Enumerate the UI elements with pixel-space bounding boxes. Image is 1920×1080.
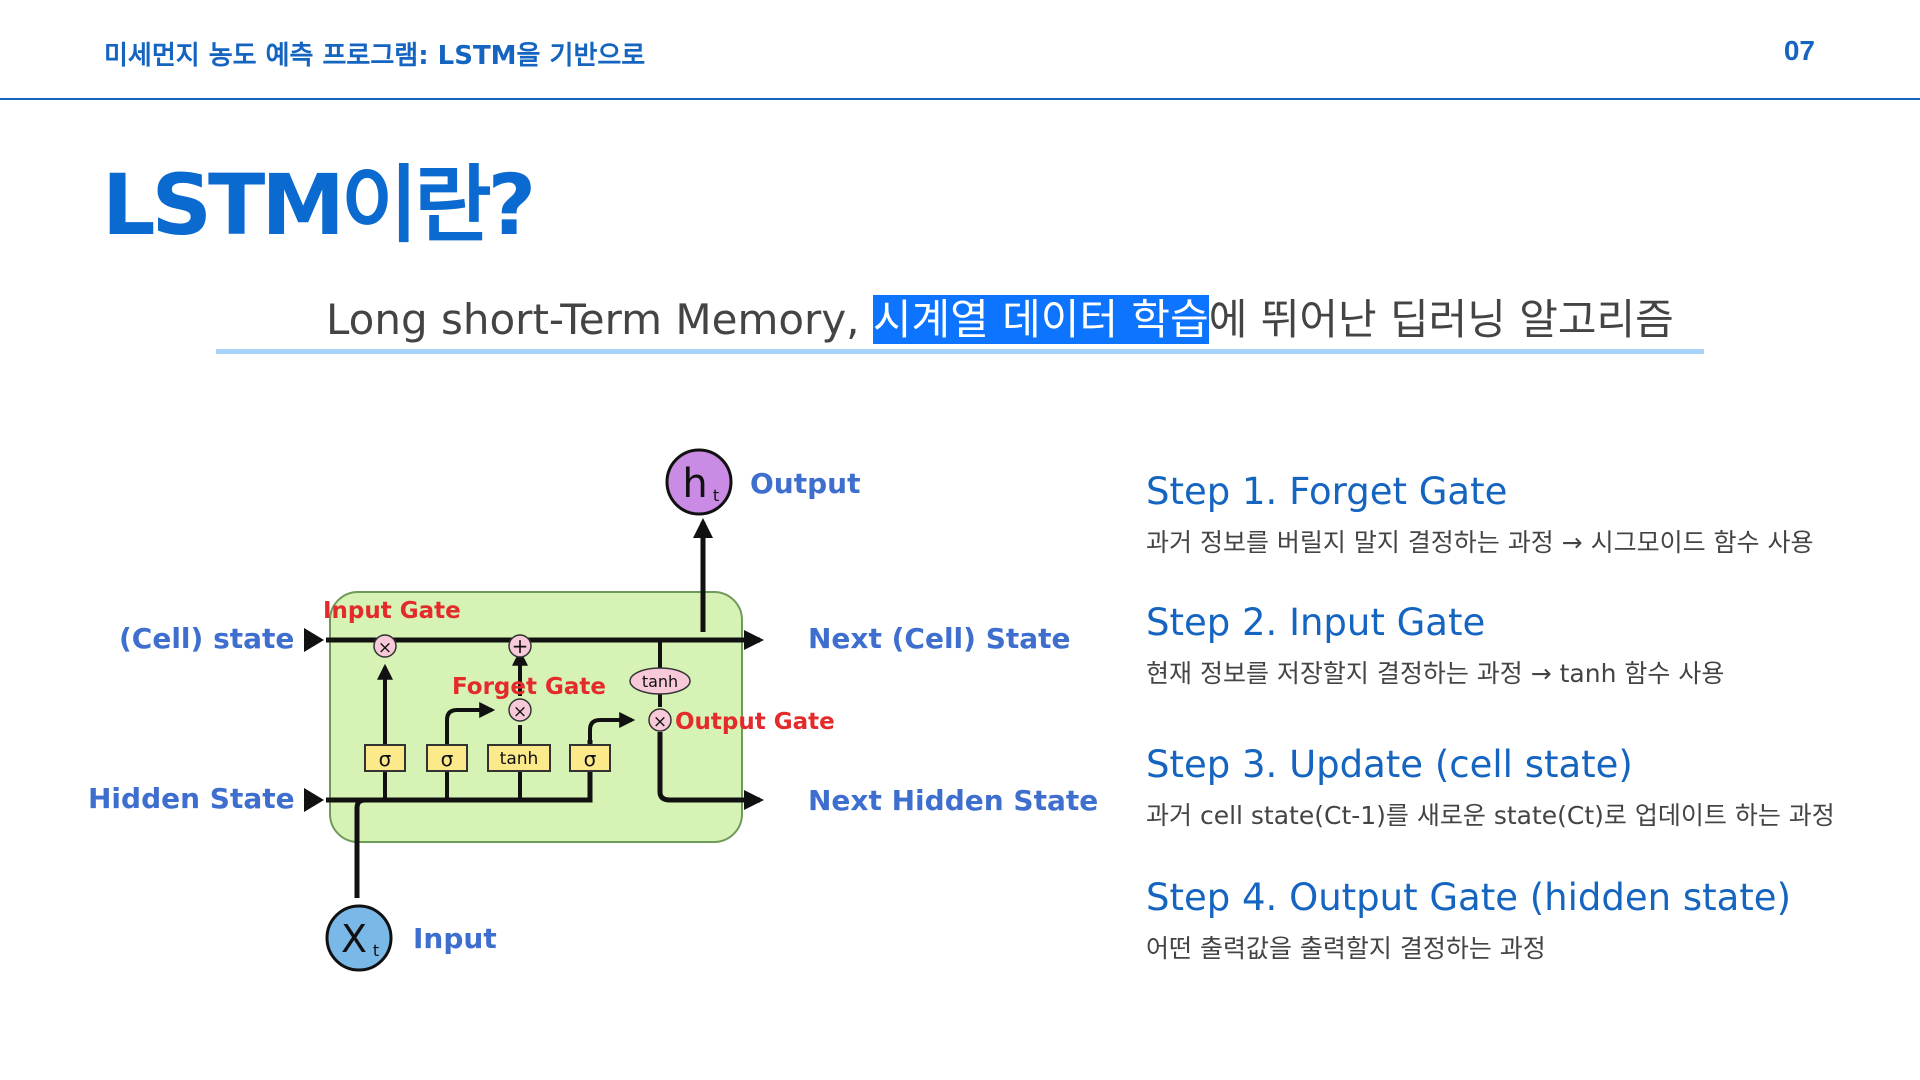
next-cell-state-label: Next (Cell) State xyxy=(808,622,1071,655)
tanh-box xyxy=(487,744,551,772)
step-3-title: Step 3. Update (cell state) xyxy=(1146,743,1633,786)
sigma-box-input xyxy=(364,744,406,772)
next-hidden-line xyxy=(657,732,764,810)
tanh-oval-label: tanh xyxy=(642,672,678,691)
output-gate-label: Output Gate xyxy=(675,709,835,735)
presentation-title: 미세먼지 농도 예측 프로그램: LSTM을 기반으로 xyxy=(104,41,646,71)
cell-state-input-arrow xyxy=(304,628,324,652)
subtitle-underline xyxy=(216,349,1704,354)
step-4: Step 4. Output Gate (hidden state) 어떤 출력… xyxy=(1146,876,1791,965)
multiply-op-2-label: × xyxy=(513,702,527,722)
step-3: Step 3. Update (cell state) 과거 cell stat… xyxy=(1146,743,1835,832)
page-number: 07 xyxy=(1783,35,1815,66)
sigma-box-output-label: σ xyxy=(584,747,597,771)
sigma-box-input-label: σ xyxy=(379,747,392,771)
step-2-title: Step 2. Input Gate xyxy=(1146,601,1486,644)
output-node xyxy=(665,448,733,516)
cell-state-label: (Cell) state xyxy=(119,622,294,655)
step-1: Step 1. Forget Gate 과거 정보를 버릴지 말지 결정하는 과… xyxy=(1146,470,1813,559)
sigma-box-forget xyxy=(426,744,468,772)
next-hidden-state-label: Next Hidden State xyxy=(808,784,1098,817)
step-1-desc: 과거 정보를 버릴지 말지 결정하는 과정 → 시그모이드 함수 사용 xyxy=(1146,528,1814,557)
multiply-op-1 xyxy=(373,634,397,658)
input-line xyxy=(354,797,366,898)
output-node-label: h xyxy=(682,461,707,507)
add-op xyxy=(508,634,532,658)
output-gate-arrow xyxy=(588,712,636,745)
subtitle-text: Long short-Term Memory, xyxy=(326,295,873,344)
forget-gate-arrow xyxy=(445,702,496,745)
hidden-state-label: Hidden State xyxy=(88,782,295,815)
input-label: Input xyxy=(413,922,497,955)
step-2: Step 2. Input Gate 현재 정보를 저장할지 결정하는 과정 →… xyxy=(1146,601,1724,690)
output-label: Output xyxy=(750,467,860,500)
hidden-state-input-arrow xyxy=(304,788,324,812)
tanh-box-label: tanh xyxy=(500,749,539,769)
step-2-desc: 현재 정보를 저장할지 결정하는 과정 → tanh 함수 사용 xyxy=(1146,659,1725,688)
subtitle-highlight: 시계열 데이터 학습 xyxy=(872,295,1209,344)
input-node-subscript: t xyxy=(373,941,379,960)
lstm-diagram: × + × × tanh σ σ tanh σ h t Output X t I… xyxy=(88,448,1098,972)
step-4-title: Step 4. Output Gate (hidden state) xyxy=(1146,876,1792,919)
multiply-op-3 xyxy=(648,708,672,732)
multiply-op-2 xyxy=(508,698,532,722)
step-4-desc: 어떤 출력값을 출력할지 결정하는 과정 xyxy=(1146,934,1546,963)
subtitle: Long short-Term Memory, 시계열 데이터 학습에 뛰어난 … xyxy=(326,286,1674,347)
subtitle-text-end: 에 뛰어난 딥러닝 알고리즘 xyxy=(1208,295,1674,344)
multiply-op-1-label: × xyxy=(378,638,392,658)
add-op-label: + xyxy=(512,634,529,658)
output-node-subscript: t xyxy=(713,486,719,505)
lstm-cell-body xyxy=(329,591,743,843)
input-node-label: X xyxy=(341,917,367,961)
tanh-oval xyxy=(629,667,691,695)
page-title: LSTM이란? xyxy=(102,156,536,254)
step-1-title: Step 1. Forget Gate xyxy=(1146,470,1508,513)
input-node xyxy=(325,904,393,972)
step-3-desc: 과거 cell state(Ct-1)를 새로운 state(Ct)로 업데이트… xyxy=(1146,801,1835,830)
sigma-box-forget-label: σ xyxy=(441,747,454,771)
forget-gate-label: Forget Gate xyxy=(452,674,606,700)
header-bar: 미세먼지 농도 예측 프로그램: LSTM을 기반으로 07 xyxy=(0,0,1920,100)
sigma-box-output xyxy=(569,744,611,772)
input-gate-label: Input Gate xyxy=(323,598,461,624)
multiply-op-3-label: × xyxy=(653,712,667,732)
